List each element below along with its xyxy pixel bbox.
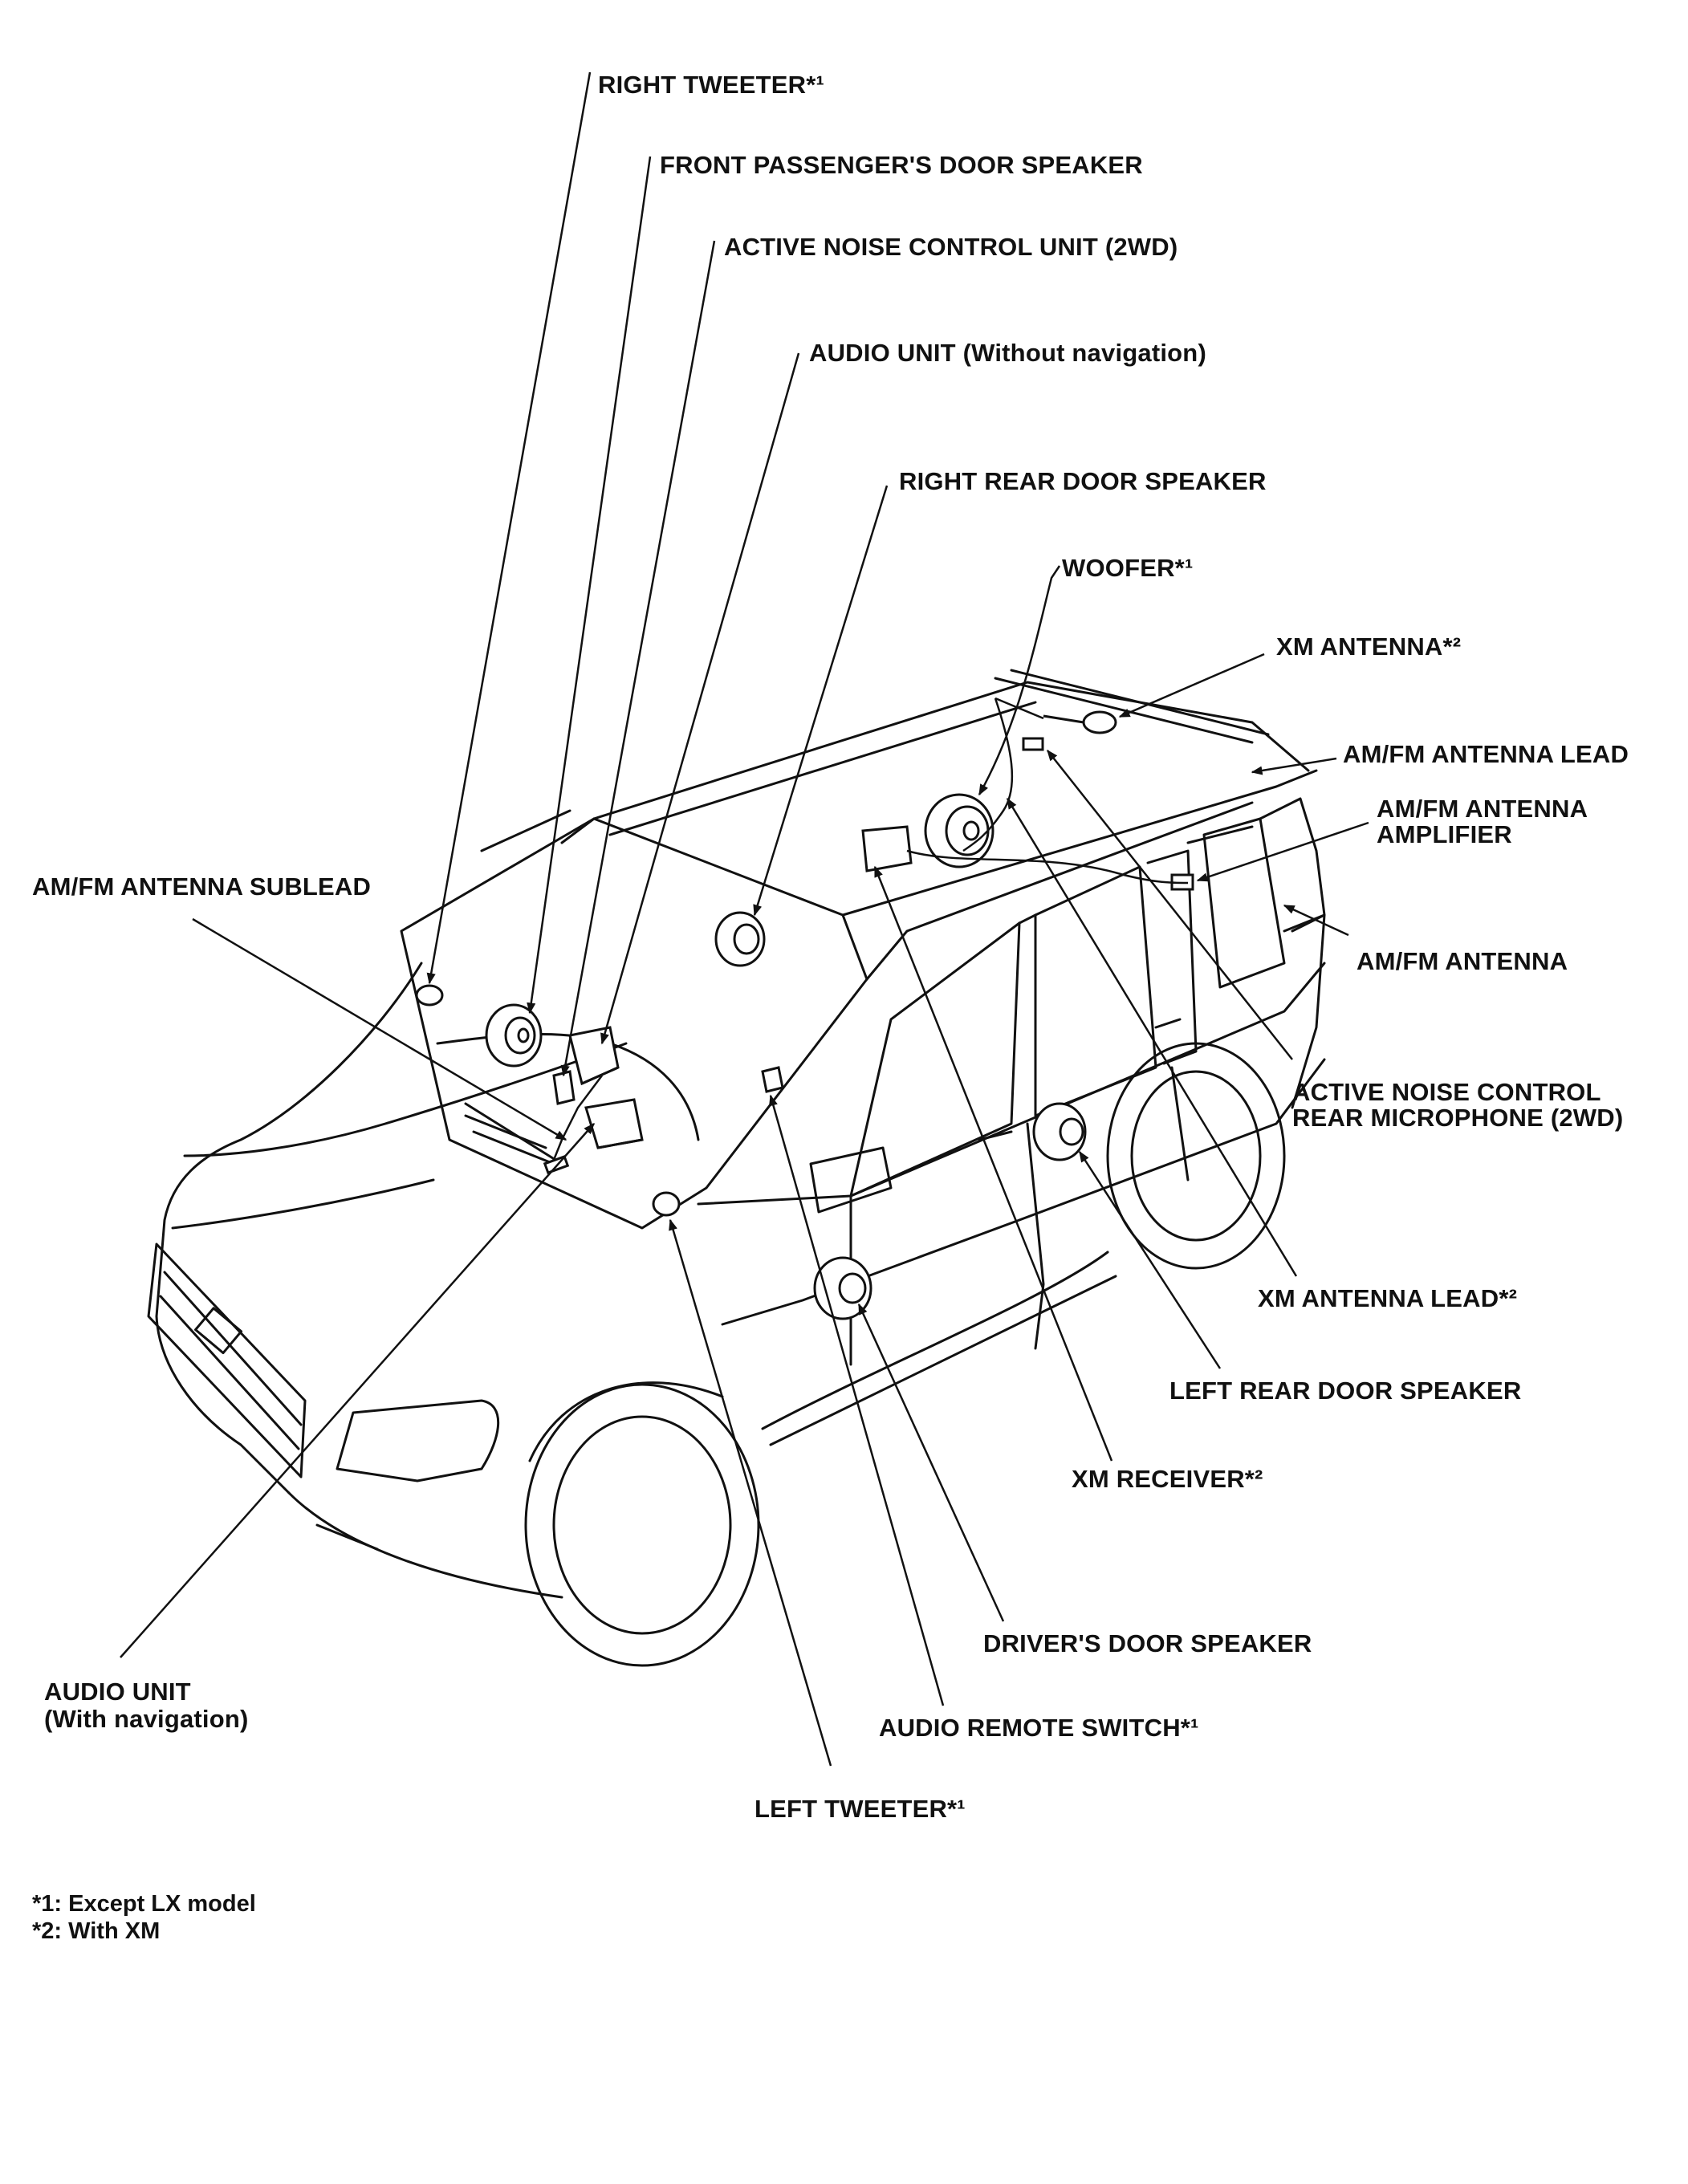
label-audio-unit-with-nav-1: AUDIO UNIT: [44, 1678, 191, 1706]
footnote-2: *2: With XM: [32, 1918, 161, 1944]
audio-unit-without-nav-component: [568, 1026, 620, 1086]
label-drivers-door-speaker: DRIVER'S DOOR SPEAKER: [983, 1629, 1312, 1657]
label-anc-rear-microphone-2: REAR MICROPHONE (2WD): [1292, 1104, 1624, 1132]
leader-lines: [120, 71, 1369, 1767]
leader-am-fm-antenna: [1283, 904, 1349, 937]
leader-anc-unit: [560, 240, 716, 1077]
right-tweeter-component: [415, 984, 444, 1007]
label-am-fm-antenna-amplifier-1: AM/FM ANTENNA: [1377, 795, 1588, 823]
xm-receiver-component: [861, 825, 913, 872]
label-left-tweeter: LEFT TWEETER*¹: [755, 1795, 966, 1823]
label-xm-receiver: XM RECEIVER*²: [1072, 1465, 1263, 1493]
label-audio-unit-without-nav: AUDIO UNIT (Without navigation): [809, 339, 1206, 367]
label-am-fm-antenna-amplifier-2: AMPLIFIER: [1377, 820, 1512, 848]
am-fm-antenna-sublead-component: [543, 1154, 570, 1175]
left-rear-door-speaker-component: [1032, 1102, 1087, 1161]
leader-audio-remote-switch: [769, 1094, 945, 1706]
anc-unit-component: [552, 1070, 576, 1105]
leader-right-rear-door-speaker: [753, 485, 889, 917]
drivers-door-speaker-component: [813, 1256, 872, 1320]
audio-remote-switch-component: [761, 1066, 784, 1093]
leader-xm-antenna-lead: [1006, 797, 1298, 1277]
label-audio-unit-with-nav-2: (With navigation): [44, 1705, 249, 1733]
label-anc-unit: ACTIVE NOISE CONTROL UNIT (2WD): [724, 233, 1178, 261]
label-woofer: WOOFER*¹: [1062, 554, 1194, 582]
xm-antenna-component: [1043, 710, 1117, 734]
leader-am-fm-antenna-lead: [1251, 757, 1337, 775]
front-passenger-door-speaker-component: [485, 1003, 543, 1068]
vehicle-outline: [147, 669, 1326, 1667]
label-right-tweeter: RIGHT TWEETER*¹: [598, 71, 824, 99]
leader-right-tweeter: [426, 71, 592, 985]
leader-woofer: [978, 565, 1061, 796]
footnote-1: *1: Except LX model: [32, 1891, 256, 1917]
leader-left-rear-door-speaker: [1078, 1150, 1222, 1369]
label-xm-antenna: XM ANTENNA*²: [1276, 632, 1462, 661]
label-xm-antenna-lead: XM ANTENNA LEAD*²: [1258, 1284, 1518, 1312]
label-left-rear-door-speaker: LEFT REAR DOOR SPEAKER: [1169, 1377, 1522, 1405]
woofer-component: [924, 793, 994, 868]
leader-am-fm-antenna-sublead: [192, 917, 567, 1141]
leader-front-passenger-door-speaker: [527, 156, 652, 1015]
leader-anc-rear-microphone: [1047, 749, 1293, 1060]
audio-unit-with-nav-component: [584, 1098, 644, 1149]
right-rear-door-speaker-component: [714, 911, 766, 967]
leader-left-tweeter: [669, 1218, 832, 1767]
label-right-rear-door-speaker: RIGHT REAR DOOR SPEAKER: [899, 467, 1267, 495]
label-am-fm-antenna: AM/FM ANTENNA: [1357, 947, 1568, 975]
antenna-cables: [552, 697, 1189, 1161]
leader-drivers-door-speaker: [857, 1303, 1005, 1622]
footnotes: *1: Except LX model *2: With XM: [32, 1890, 256, 1945]
anc-rear-microphone-component: [1022, 737, 1044, 751]
leader-xm-antenna: [1118, 653, 1265, 718]
leader-audio-unit-without-nav: [600, 352, 800, 1045]
audio-components: [415, 710, 1194, 1320]
left-tweeter-component: [652, 1191, 681, 1217]
leader-audio-unit-with-nav: [120, 1122, 595, 1658]
label-am-fm-antenna-lead: AM/FM ANTENNA LEAD: [1343, 740, 1629, 768]
label-anc-rear-microphone-1: ACTIVE NOISE CONTROL: [1292, 1078, 1601, 1106]
leader-xm-receiver: [873, 865, 1113, 1462]
leader-am-fm-antenna-amplifier: [1196, 821, 1369, 882]
label-front-passenger-door-speaker: FRONT PASSENGER'S DOOR SPEAKER: [660, 151, 1143, 179]
label-am-fm-antenna-sublead: AM/FM ANTENNA SUBLEAD: [32, 872, 372, 901]
label-audio-remote-switch: AUDIO REMOTE SWITCH*¹: [879, 1714, 1199, 1742]
